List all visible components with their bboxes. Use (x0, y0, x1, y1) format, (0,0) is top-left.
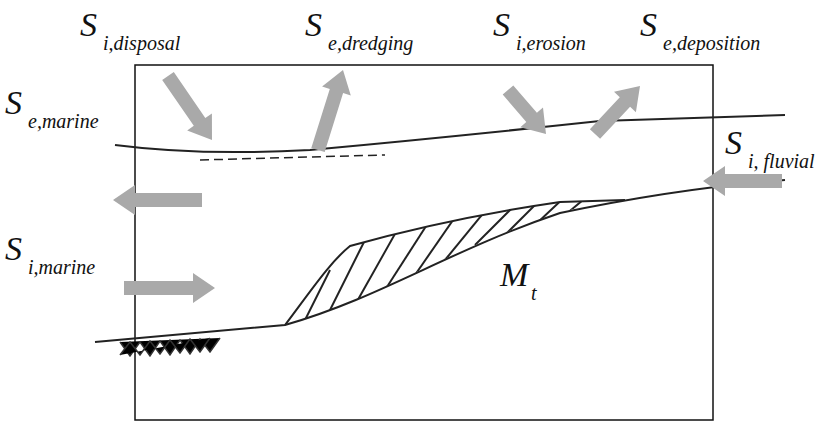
symbol-subscript: i,disposal (103, 33, 180, 53)
flux-arrow (311, 70, 351, 152)
flux-arrow (124, 273, 215, 303)
symbol-subscript: i, fluvial (748, 151, 815, 171)
symbol-subscript: i,marine (28, 257, 95, 277)
flux-arrow (162, 72, 212, 140)
symbol-letter: S (5, 86, 22, 120)
symbol-letter: M (500, 258, 528, 292)
symbol-letter: S (640, 8, 657, 42)
water-surface-line (115, 115, 785, 152)
symbol-letter: S (725, 126, 742, 160)
symbol-subscript: e,marine (28, 111, 99, 131)
symbol-subscript: t (531, 283, 537, 303)
deposit-hatching (300, 190, 595, 330)
deposit-top-line (285, 200, 625, 325)
dredged-level-line (200, 155, 385, 160)
symbol-letter: S (305, 8, 322, 42)
symbol-subscript: i,erosion (516, 33, 586, 53)
bed-profile-line (95, 180, 785, 342)
symbol-letter: S (80, 8, 97, 42)
symbol-subscript: e,dredging (328, 33, 413, 53)
flux-arrow (503, 85, 546, 134)
symbol-subscript: e,deposition (663, 33, 760, 53)
flux-arrow (590, 86, 640, 139)
control-volume-box (135, 65, 713, 420)
flux-arrow (113, 185, 202, 215)
symbol-letter: S (493, 8, 510, 42)
flux-arrows (113, 70, 782, 303)
symbol-letter: S (5, 232, 22, 266)
erodible-bed-crosshatch (120, 338, 220, 356)
